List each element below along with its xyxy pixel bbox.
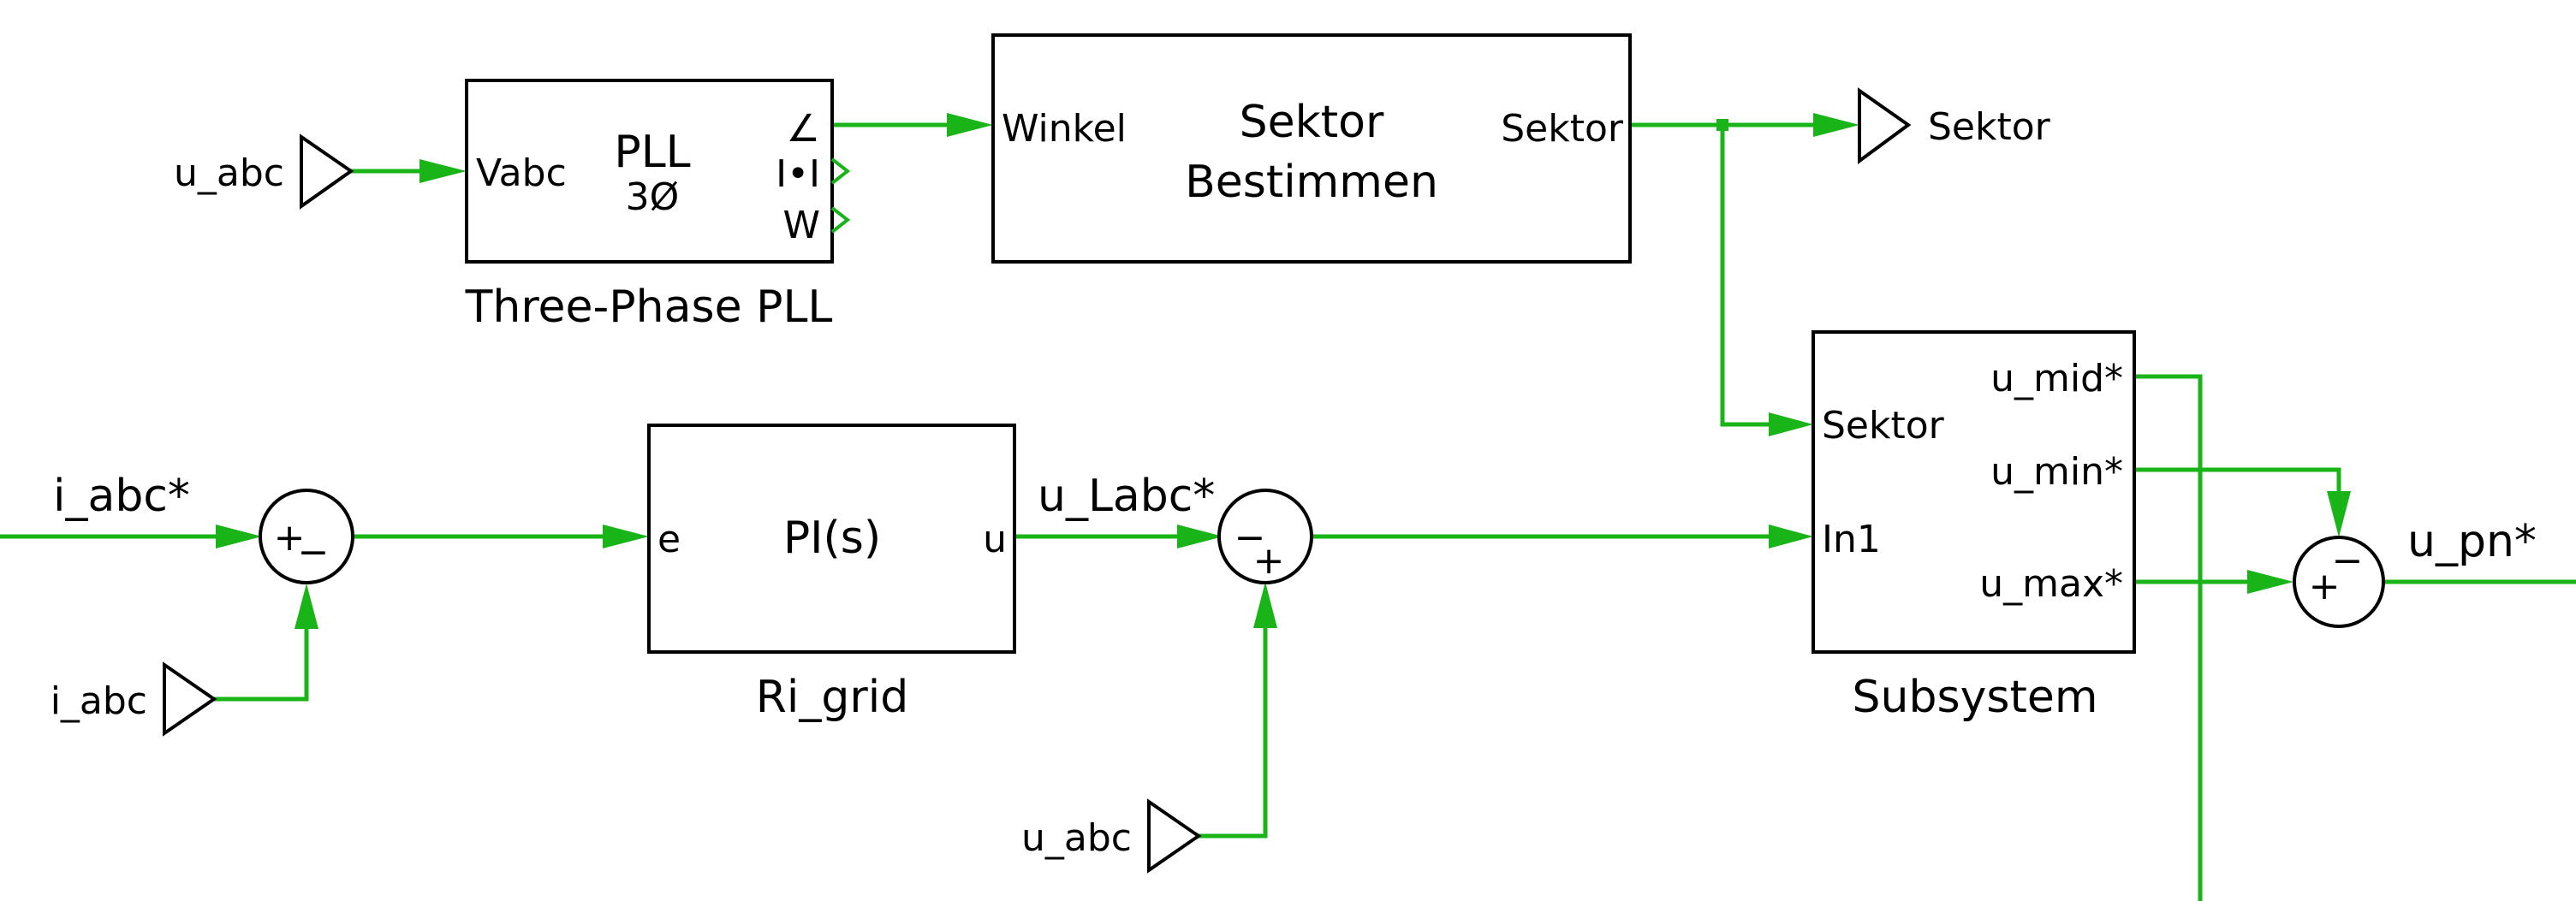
sum-block-2-sign-bottom: + [1253, 539, 1285, 583]
arrowhead [1769, 412, 1813, 436]
pi-input-port: e [657, 518, 681, 561]
wires [0, 122, 2576, 901]
sektor-bestimmen-block[interactable]: Winkel Sektor Bestimmen Sektor [991, 33, 1632, 264]
sektor-bestimmen-title-line1: Sektor [1240, 97, 1384, 148]
subsystem-caption: Subsystem [1853, 672, 2098, 723]
wire-uabc-to-sum2[interactable] [1199, 604, 1268, 839]
sum-block-3[interactable]: + − [2293, 536, 2385, 628]
signal-label-i-abc-ref: i_abc* [53, 471, 190, 522]
goto-tag-sektor[interactable] [1858, 87, 1912, 164]
pi-controller-frame [647, 424, 1016, 654]
from-tag-u_abc-bottom[interactable] [1147, 798, 1202, 874]
sum-block-1[interactable]: + − [259, 489, 354, 584]
pll-input-port: Vabc [476, 151, 567, 195]
pll-frequency-port: W [782, 204, 820, 247]
sum-block-2-sign-left: − [1234, 516, 1266, 560]
pll-caption: Three-Phase PLL [465, 282, 833, 333]
arrowhead [603, 525, 649, 548]
subsystem-input-sektor: Sektor [1822, 404, 1945, 448]
subsystem-output-u-max: u_max* [1979, 562, 2123, 606]
pll-magnitude-out-chevron [830, 157, 851, 185]
arrowhead [2247, 570, 2293, 594]
pll-frequency-out-chevron [830, 206, 851, 234]
from-tag-label: i_abc [51, 679, 147, 723]
signal-label-u-pn-ref: u_pn* [2407, 516, 2537, 567]
sum-block-3-sign-left: + [2309, 565, 2341, 608]
pll-subtitle: 3Ø [626, 175, 680, 219]
wire-umid-out[interactable] [2134, 374, 2203, 901]
arrowhead [1253, 582, 1277, 628]
goto-tag-label: Sektor [1928, 105, 2051, 149]
from-tag-label: u_abc [174, 151, 284, 195]
pll-magnitude-port: I•I [776, 152, 820, 196]
arrowhead [1813, 113, 1859, 137]
wire-iabc-to-sum1[interactable] [214, 603, 309, 702]
sum-block-2-circle [1217, 489, 1313, 584]
from-tag-label: u_abc [1021, 816, 1132, 860]
subsystem-frame [1812, 330, 2136, 654]
subsystem-output-u-min: u_min* [1990, 450, 2123, 494]
pi-output-port: u [983, 518, 1007, 561]
sektor-bestimmen-input-port: Winkel [1002, 107, 1127, 151]
arrowheads [216, 113, 2351, 629]
arrowhead [216, 525, 262, 548]
pll-angle-port: ∠ [787, 107, 820, 151]
pi-controller-block[interactable]: e PI(s) u [647, 424, 1016, 654]
subsystem-input-in1: In1 [1822, 518, 1881, 561]
arrowhead [294, 584, 318, 629]
branch-junction [1716, 119, 1728, 131]
sum-block-3-sign-top: − [2332, 539, 2364, 583]
wire-sektor-branch[interactable] [1720, 125, 1798, 427]
sum-block-1-sign-bottom: − [298, 531, 330, 574]
sektor-bestimmen-frame [991, 33, 1632, 264]
arrowhead [1769, 525, 1813, 548]
wire-umin-to-sum3[interactable] [2134, 467, 2341, 507]
arrowhead [419, 159, 467, 183]
sum-block-1-sign-left: + [274, 516, 306, 560]
arrowhead [2327, 491, 2351, 537]
from-tag-u_abc-top[interactable] [300, 133, 354, 210]
arrowhead [1177, 525, 1223, 548]
pll-block-frame [465, 79, 834, 264]
pi-title: PI(s) [783, 513, 881, 564]
sum-block-3-circle [2293, 536, 2385, 628]
sum-block-2[interactable]: − + [1217, 489, 1313, 584]
sektor-bestimmen-output-port: Sektor [1501, 107, 1624, 151]
sektor-bestimmen-title-line2: Bestimmen [1185, 157, 1438, 208]
pll-block[interactable]: Vabc PLL 3Ø ∠ I•I W [465, 79, 851, 264]
subsystem-output-u-mid: u_mid* [1990, 357, 2123, 400]
from-tag-i_abc[interactable] [163, 661, 217, 737]
pll-title: PLL [614, 127, 690, 178]
signal-label-u-labc-ref: u_Labc* [1038, 471, 1215, 522]
pi-caption: Ri_grid [756, 672, 908, 723]
subsystem-block[interactable]: Sektor In1 u_mid* u_min* u_max* [1812, 330, 2136, 654]
sum-block-1-circle [259, 489, 354, 584]
arrowhead [947, 113, 993, 137]
